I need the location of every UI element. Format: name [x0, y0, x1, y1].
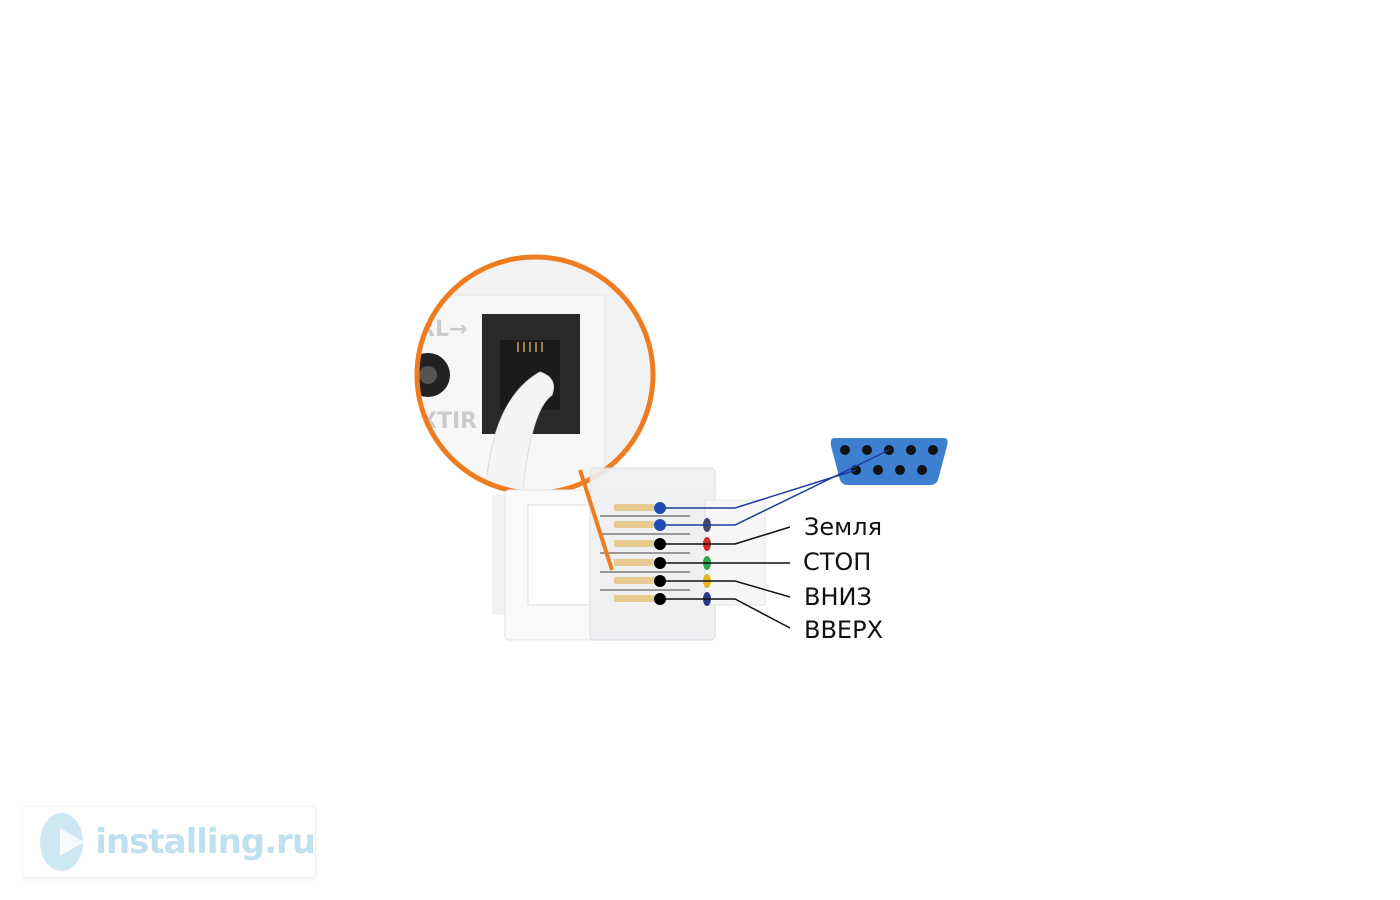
- pin-dot: [654, 575, 666, 587]
- wire-up: [660, 598, 791, 629]
- wire-down: [660, 580, 791, 598]
- pin-dot: [654, 538, 666, 550]
- label-down: ВНИЗ: [804, 583, 872, 611]
- watermark-logo-icon: [40, 813, 85, 871]
- watermark: installing.ru: [22, 806, 316, 878]
- magnifier-pointer: [578, 469, 614, 571]
- pin-dot: [654, 519, 666, 531]
- cable: [484, 371, 554, 493]
- label-ground: Земля: [804, 513, 882, 541]
- wire-pin2: [660, 449, 890, 526]
- pin-dot: [654, 593, 666, 605]
- label-stop: СТОП: [803, 548, 871, 576]
- wire-ground: [660, 526, 791, 545]
- label-up: ВВЕРХ: [804, 616, 883, 644]
- pin-dot: [654, 557, 666, 569]
- db9-connector: [830, 438, 948, 485]
- wire-pin1: [660, 469, 857, 509]
- watermark-text: installing.ru: [95, 822, 316, 862]
- rj12-plug: [492, 467, 766, 641]
- magnified-socket-view: RL→ XTIR: [417, 257, 653, 493]
- pin-dot: [654, 502, 666, 514]
